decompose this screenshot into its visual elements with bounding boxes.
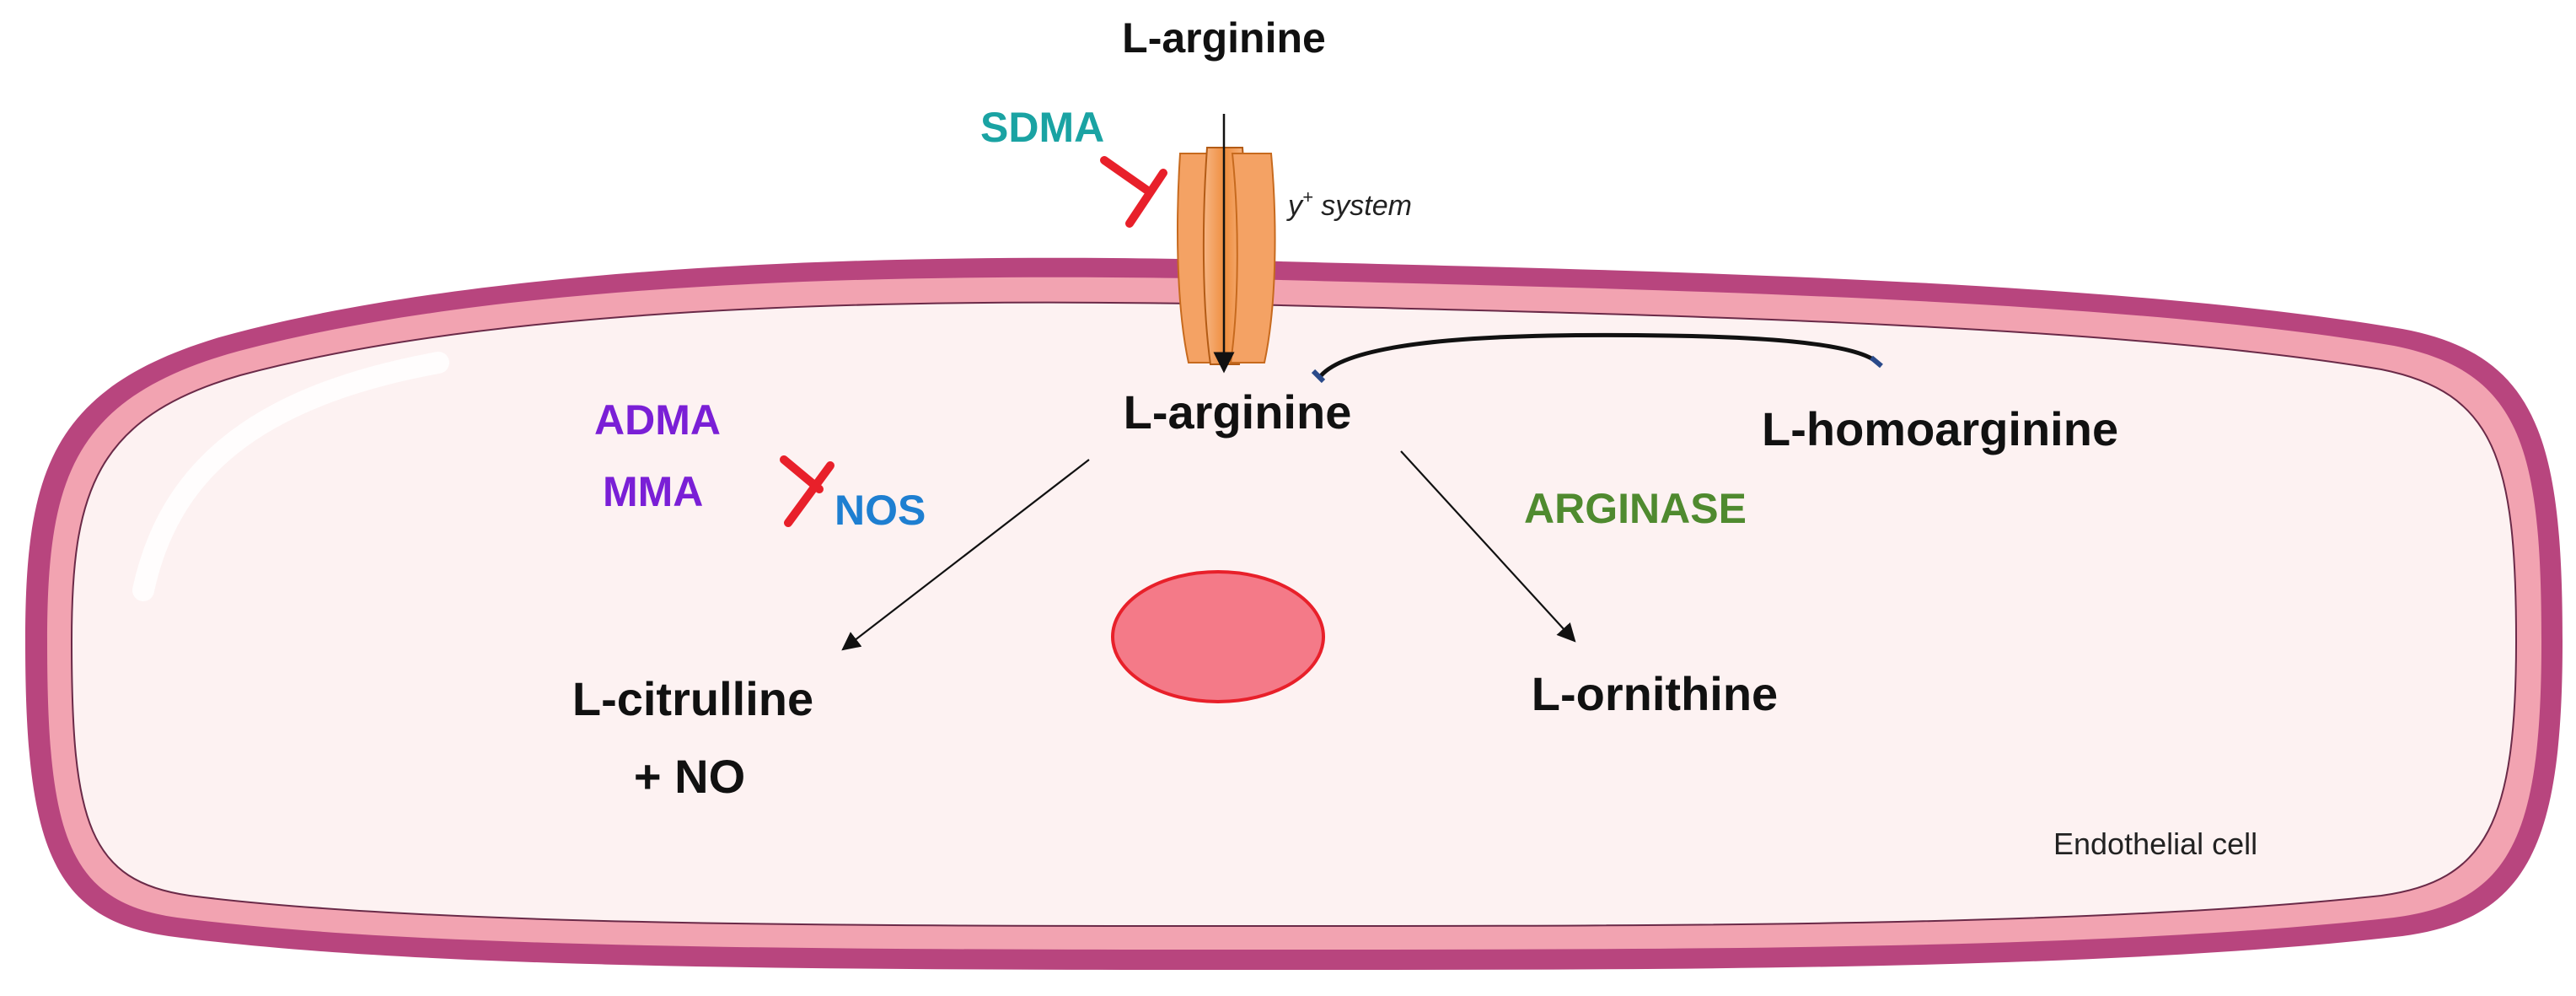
arrow-to-citrulline (841, 459, 1090, 651)
connector-end-right (1870, 355, 1883, 369)
l-arginine-intracellular-label: L-arginine (1124, 385, 1352, 439)
y-plus-system-label: y+ system (1286, 186, 1412, 222)
l-homoarginine-label: L-homoarginine (1762, 402, 2118, 455)
mma-label: MMA (603, 468, 703, 515)
arginase-label: ARGINASE (1524, 485, 1747, 532)
cell-membrane (25, 257, 2563, 970)
l-citrulline-label: L-citrulline (572, 672, 813, 725)
y-plus-transporter (1177, 114, 1276, 374)
nitric-oxide-label: + NO (634, 750, 745, 803)
connector-end-left (1311, 369, 1326, 384)
adma-label: ADMA (594, 396, 721, 444)
arrow-to-ornithine (1400, 450, 1576, 643)
sdma-inhibition-symbol (1100, 156, 1167, 228)
endothelial-cell-label: Endothelial cell (2053, 826, 2257, 861)
homoarginine-connector (1317, 332, 1877, 380)
cytoplasm-highlight (132, 352, 449, 601)
sdma-label: SDMA (980, 104, 1104, 151)
nucleus (1111, 570, 1325, 703)
l-arginine-extracellular-label: L-arginine (1122, 14, 1326, 62)
l-ornithine-label: L-ornithine (1532, 667, 1778, 720)
nos-label: NOS (835, 487, 926, 534)
channel-right-half (1229, 153, 1276, 363)
adma-mma-inhibition-symbol (780, 455, 835, 527)
